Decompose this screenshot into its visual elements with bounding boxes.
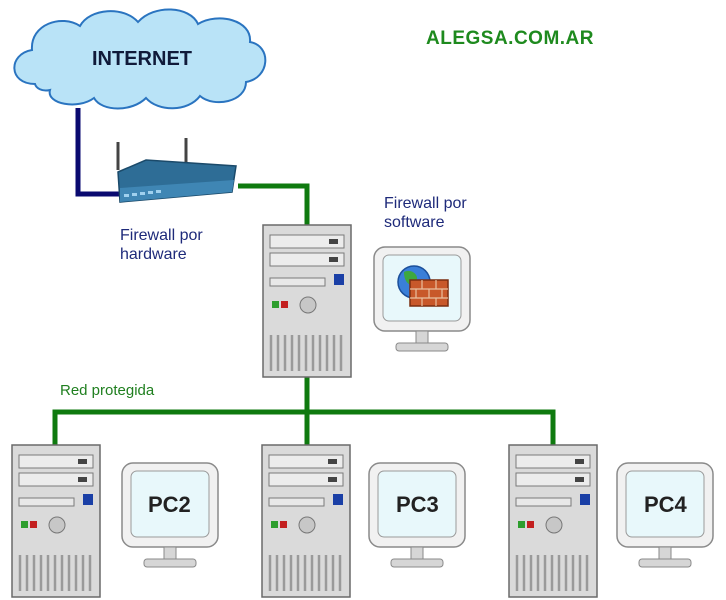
firewall-monitor [373, 246, 471, 352]
network-label: Red protegida [60, 382, 155, 399]
lan-bus [52, 409, 556, 445]
wires [52, 108, 556, 445]
pc-label: PC3 [396, 492, 439, 517]
firewall-brick-globe-icon [397, 265, 449, 307]
hw-firewall-label: Firewall por hardware [120, 227, 203, 263]
cloud-label: INTERNET [92, 48, 192, 70]
pc-label: PC4 [644, 492, 687, 517]
pc-label: PC2 [148, 492, 191, 517]
internet-link [75, 108, 120, 197]
site-watermark: ALEGSA.COM.AR [426, 28, 594, 49]
server-tower-icon [261, 223, 353, 379]
internet-cloud-icon [13, 8, 267, 110]
desktop-tower-icon [260, 443, 352, 599]
sw-firewall-label: Firewall por software [384, 195, 467, 231]
desktop-tower-icon [507, 443, 599, 599]
firewall-to-server-link [238, 183, 310, 225]
router-icon [116, 138, 237, 203]
desktop-tower-icon [10, 443, 102, 599]
